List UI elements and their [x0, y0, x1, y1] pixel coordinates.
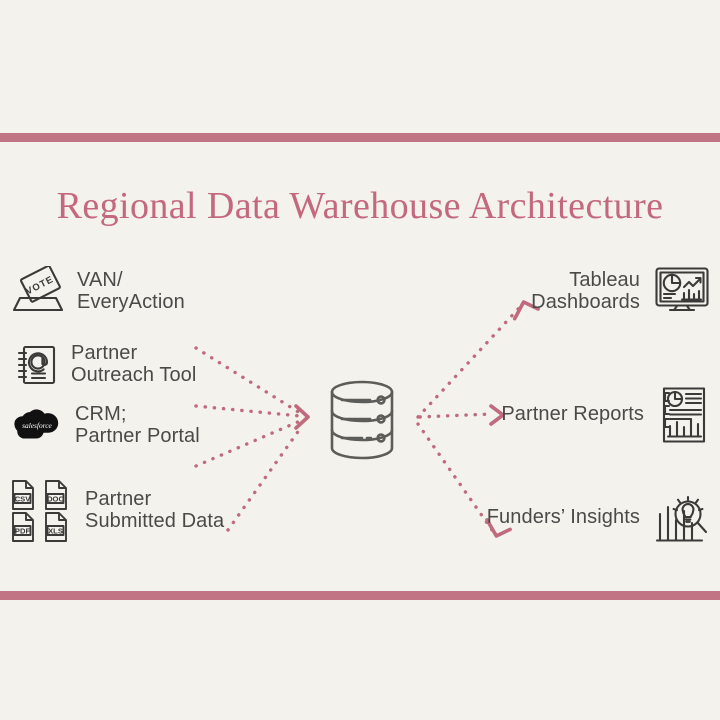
output-label-funders: Funders’ Insights: [486, 506, 640, 529]
flow-outreach-to-warehouse: [194, 404, 302, 418]
svg-text:VOTE: VOTE: [24, 274, 56, 297]
source-label-outreach: Partner Outreach Tool: [71, 342, 197, 386]
database-cylinder-icon: [330, 380, 394, 460]
page-title: Regional Data Warehouse Architecture: [56, 185, 664, 227]
output-node-funders[interactable]: Funders’ Insights: [487, 490, 710, 546]
output-label-reports: Partner Reports: [501, 403, 644, 426]
source-label-files: Partner Submitted Data: [85, 488, 225, 532]
address-book-at-icon: [17, 345, 56, 385]
source-label-crm: CRM; Partner Portal: [75, 403, 200, 447]
flow-files-to-warehouse: [226, 424, 304, 532]
svg-text:salesforce: salesforce: [22, 421, 52, 430]
arrowhead-funders: [485, 518, 512, 538]
flow-van-to-warehouse: [194, 346, 302, 415]
file-label-pdf: PDF: [15, 526, 31, 535]
arrowhead-tableau: [512, 300, 540, 321]
flow-arrows: [194, 300, 540, 538]
file-label-csv: CSV: [15, 494, 32, 503]
salesforce-cloud-icon: salesforce: [14, 408, 59, 439]
source-node-crm[interactable]: salesforce CRM; Partner Portal: [10, 403, 200, 447]
file-csv: [12, 480, 34, 510]
source-node-van[interactable]: VOTE VAN/ EveryAction: [10, 266, 185, 318]
source-node-files[interactable]: CSV DOC PDF XLS Partner Submitted Data: [10, 479, 224, 543]
file-label-doc: DOC: [47, 494, 64, 503]
insight-magnifier-bulb-icon: [655, 495, 708, 542]
report-document-icon: [662, 387, 706, 443]
flow-warehouse-to-tableau: [416, 305, 522, 419]
warehouse-node[interactable]: [318, 376, 406, 469]
source-label-van: VAN/ EveryAction: [77, 269, 185, 313]
output-label-tableau: Tableau Dashboards: [531, 269, 640, 313]
diagram-area: VOTE VAN/ EveryAction Partner Outreach T…: [0, 240, 720, 590]
source-node-outreach[interactable]: Partner Outreach Tool: [12, 341, 196, 389]
flow-warehouse-to-reports: [418, 412, 494, 419]
file-label-xls: XLS: [48, 526, 63, 535]
output-node-reports[interactable]: Partner Reports: [501, 386, 710, 444]
top-accent-rule: [0, 133, 720, 142]
file-doc: [45, 480, 67, 510]
output-node-tableau[interactable]: Tableau Dashboards: [531, 266, 710, 318]
file-pdf: [12, 512, 34, 542]
arrowhead-reports: [489, 404, 505, 426]
arrowhead-into-warehouse: [294, 404, 310, 430]
bottom-accent-rule: [0, 591, 720, 600]
file-xls: [45, 512, 67, 542]
flow-warehouse-to-funders: [416, 422, 494, 532]
flow-crm-to-warehouse: [194, 419, 302, 468]
vote-ballot-icon: VOTE: [12, 266, 64, 312]
file-types-icon: CSV DOC PDF XLS: [12, 480, 67, 542]
dashboard-monitor-icon: [655, 267, 709, 312]
